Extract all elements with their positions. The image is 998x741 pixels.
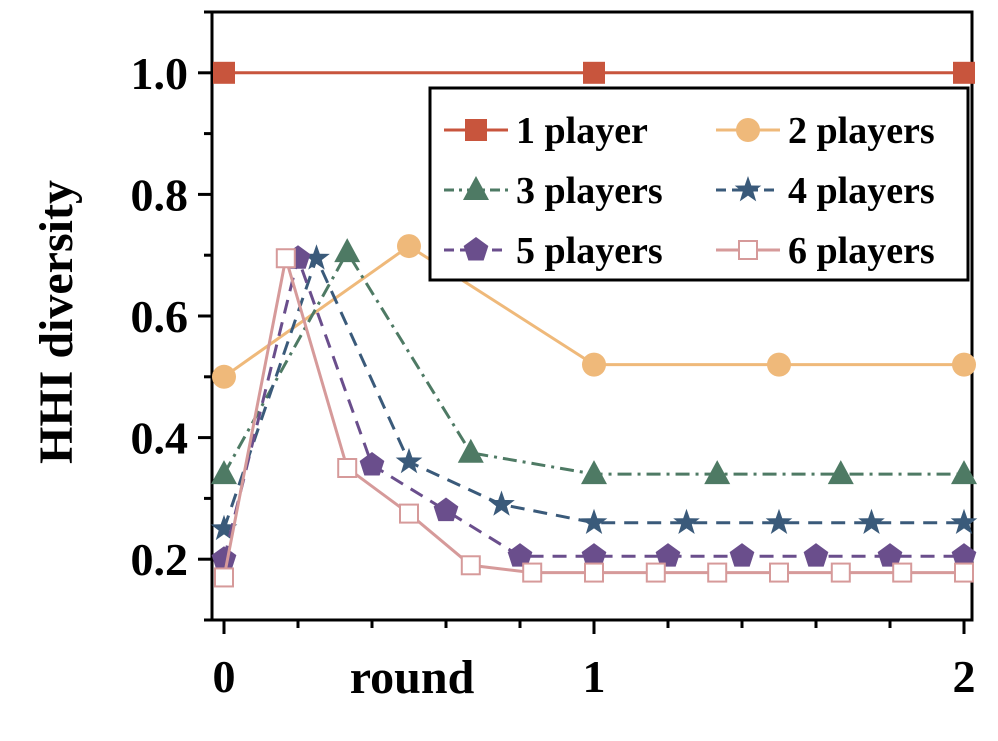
legend-label: 3 players — [516, 170, 663, 212]
legend-marker — [465, 119, 487, 141]
data-point — [765, 508, 793, 535]
data-point — [399, 503, 419, 524]
y-axis-label: HHI diversity — [30, 180, 83, 464]
data-point — [212, 364, 236, 389]
series-line — [222, 254, 964, 530]
legend-item: 6 players — [716, 230, 935, 272]
series-2 — [212, 234, 976, 389]
legend-item: 1 player — [444, 110, 648, 152]
x-tick-label: 0 — [213, 651, 236, 702]
data-point — [580, 508, 608, 535]
data-point — [334, 238, 361, 263]
data-point — [213, 61, 235, 84]
legend: 1 player 2 players 3 players 4 players 5 pla… — [428, 86, 970, 282]
data-point — [397, 234, 421, 259]
data-point — [858, 508, 885, 535]
legend-label: 4 players — [788, 170, 935, 212]
data-point — [210, 514, 238, 541]
data-point — [767, 352, 791, 377]
y-tick-label: 0.6 — [131, 291, 189, 342]
data-point — [952, 352, 976, 377]
data-point — [769, 562, 789, 583]
legend-item: 2 players — [716, 110, 935, 152]
y-tick-label: 1.0 — [131, 48, 189, 99]
data-point — [583, 61, 605, 84]
legend-marker — [738, 240, 758, 260]
data-point — [877, 543, 903, 567]
data-point — [275, 248, 296, 269]
series-4 — [210, 244, 978, 541]
data-point — [953, 61, 975, 84]
legend-label: 1 player — [516, 110, 648, 152]
series-3 — [211, 238, 977, 485]
series-1 — [213, 61, 975, 84]
data-point — [582, 352, 606, 377]
y-tick-label: 0.4 — [131, 413, 189, 464]
data-point — [460, 555, 481, 576]
data-point — [950, 508, 978, 535]
legend-marker — [463, 237, 489, 261]
legend-box — [428, 86, 970, 282]
legend-label: 2 players — [788, 110, 935, 152]
data-point — [707, 562, 728, 583]
x-axis-label: round — [350, 651, 475, 704]
legend-label: 6 players — [788, 230, 935, 272]
legend-marker — [734, 176, 762, 202]
series-5 — [211, 245, 977, 570]
data-point — [892, 562, 913, 583]
data-point — [827, 460, 854, 485]
data-point — [211, 460, 237, 485]
data-point — [581, 460, 607, 485]
data-point — [655, 543, 681, 567]
series-layer — [210, 61, 978, 588]
data-point — [433, 497, 459, 522]
data-point — [395, 447, 423, 474]
series-line — [222, 253, 964, 560]
series-line — [222, 257, 964, 578]
data-point — [214, 567, 234, 588]
data-point — [954, 562, 974, 583]
series-6 — [214, 248, 974, 588]
legend-marker — [463, 176, 489, 200]
legend-marker — [736, 118, 760, 142]
y-tick-label: 0.2 — [131, 534, 189, 585]
data-point — [951, 460, 977, 485]
legend-label: 5 players — [516, 230, 663, 272]
data-point — [507, 543, 533, 567]
data-point — [729, 543, 755, 567]
data-point — [488, 490, 515, 516]
data-point — [803, 543, 829, 567]
data-point — [522, 562, 543, 583]
data-point — [673, 508, 700, 535]
x-axis: 0 1 2 — [213, 620, 976, 702]
x-tick-label: 1 — [583, 651, 606, 702]
legend-item: 3 players — [444, 170, 663, 212]
data-point — [211, 546, 237, 570]
data-point — [457, 438, 484, 463]
data-point — [337, 458, 358, 478]
data-point — [303, 244, 330, 270]
data-point — [951, 543, 977, 567]
data-point — [645, 562, 666, 583]
data-point — [704, 460, 731, 485]
y-tick-label: 0.8 — [131, 169, 189, 220]
legend-item: 4 players — [716, 170, 935, 212]
data-point — [584, 562, 604, 583]
data-point — [359, 451, 385, 476]
legend-item: 5 players — [444, 230, 663, 272]
y-axis: 0.2 0.4 0.6 0.8 1.0 — [131, 10, 212, 622]
data-point — [830, 562, 851, 583]
data-point — [581, 543, 607, 567]
x-tick-label: 2 — [953, 651, 976, 702]
